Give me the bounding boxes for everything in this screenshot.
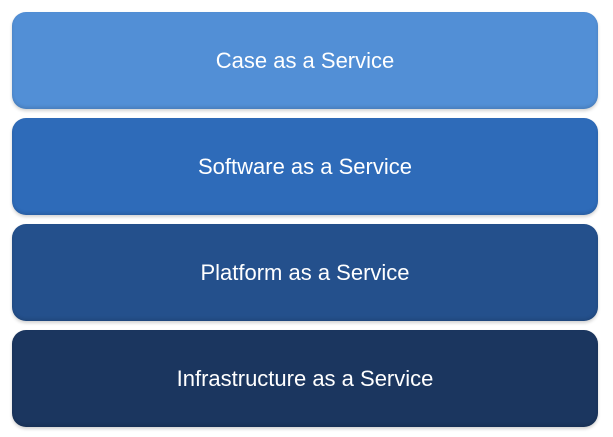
layer-label: Software as a Service (198, 153, 412, 179)
layer-iaas: Infrastructure as a Service (12, 330, 598, 427)
layer-label: Infrastructure as a Service (176, 365, 434, 391)
layer-label: Case as a Service (215, 47, 395, 73)
layer-saas: Software as a Service (12, 118, 598, 215)
layer-caas: Case as a Service (12, 12, 598, 109)
layer-label: Platform as a Service (200, 259, 410, 285)
layer-paas: Platform as a Service (12, 224, 598, 321)
